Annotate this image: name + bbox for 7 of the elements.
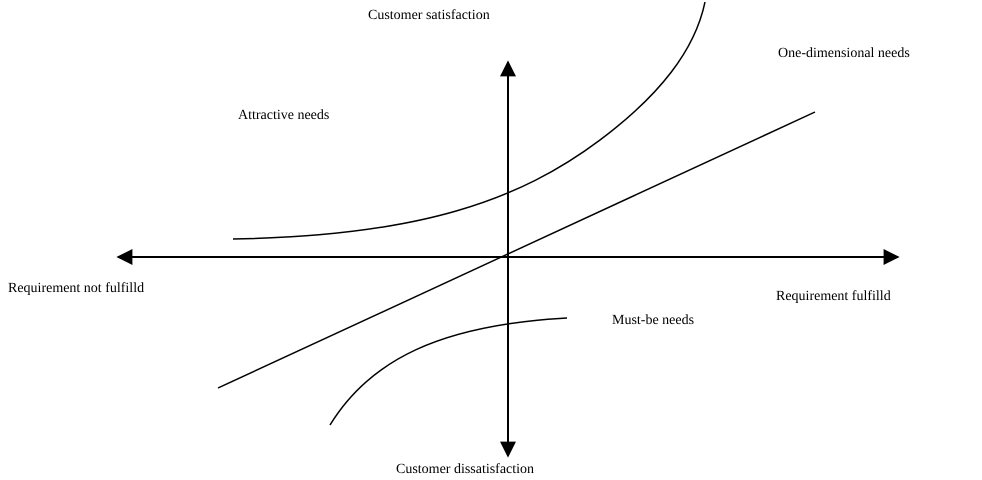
curve-label: Attractive needs [238,108,330,124]
axis-label: Requirement not fulfilld [8,281,144,297]
axis-label: Customer satisfaction [368,8,490,24]
axis-label: Requirement fulfilld [776,289,891,305]
axis-label: Customer dissatisfaction [396,462,534,478]
curve-label: One-dimensional needs [778,46,910,62]
curve-label: Must-be needs [612,313,694,329]
